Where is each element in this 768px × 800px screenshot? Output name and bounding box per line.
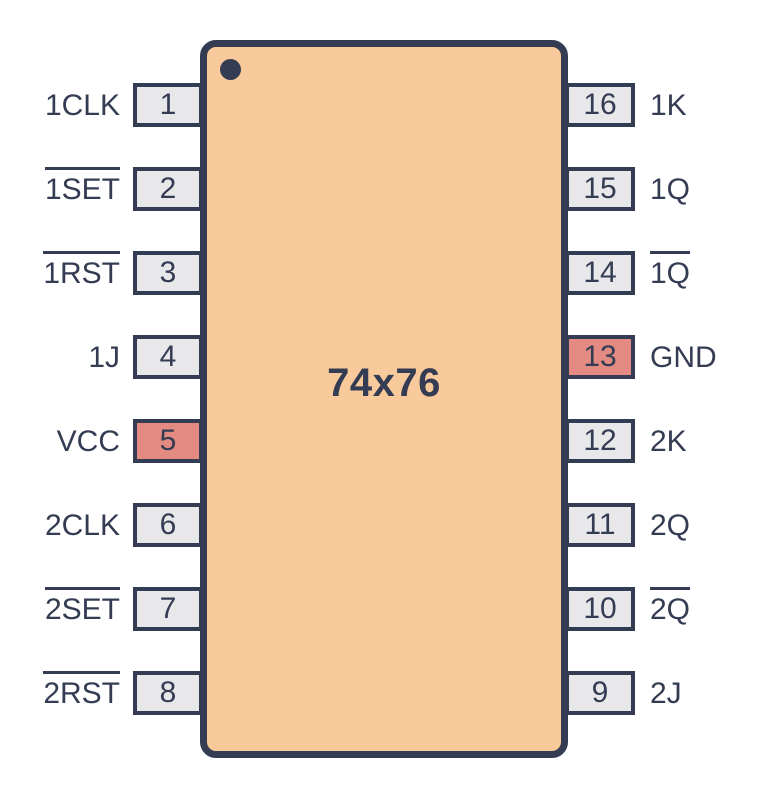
pin-row-1: 1CLK 1 bbox=[0, 83, 768, 127]
pin-row-16: 16 1K bbox=[0, 83, 768, 127]
pin-number-box: 12 bbox=[565, 419, 635, 463]
pin-number-box: 16 bbox=[565, 83, 635, 127]
pin1-indicator-dot bbox=[220, 59, 241, 80]
pin-row-7: 2SET 7 bbox=[0, 587, 768, 631]
pin-row-8: 2RST 8 bbox=[0, 671, 768, 715]
pin-number-box: 1 bbox=[133, 83, 203, 127]
pin-row-5: VCC 5 bbox=[0, 419, 768, 463]
pin-label: 2Q bbox=[650, 509, 691, 542]
pin-number-box: 15 bbox=[565, 167, 635, 211]
pin-label: 2CLK bbox=[44, 509, 120, 542]
pin-row-10: 10 2Q bbox=[0, 587, 768, 631]
pin-row-14: 14 1Q bbox=[0, 251, 768, 295]
pin-number-box: 7 bbox=[133, 587, 203, 631]
pin-label: 1J bbox=[88, 341, 120, 374]
pin-number-box: 8 bbox=[133, 671, 203, 715]
pin-number-box: 9 bbox=[565, 671, 635, 715]
pin-row-12: 12 2K bbox=[0, 419, 768, 463]
pin-label: VCC bbox=[56, 425, 120, 458]
pin-row-9: 9 2J bbox=[0, 671, 768, 715]
pin-number-box: 13 bbox=[565, 335, 635, 379]
pin-number-box: 2 bbox=[133, 167, 203, 211]
chip-title: 74x76 bbox=[327, 361, 441, 405]
pin-label: 1Q bbox=[650, 173, 691, 206]
pin-label: 1K bbox=[650, 89, 687, 122]
pin-row-4: 1J 4 bbox=[0, 335, 768, 379]
pin-label: 2K bbox=[650, 425, 687, 458]
pin-label: 2J bbox=[650, 677, 682, 710]
pin-row-3: 1RST 3 bbox=[0, 251, 768, 295]
chip-body: 74x76 bbox=[200, 40, 568, 758]
pin-row-15: 15 1Q bbox=[0, 167, 768, 211]
pin-row-2: 1SET 2 bbox=[0, 167, 768, 211]
pin-row-11: 11 2Q bbox=[0, 503, 768, 547]
pin-label: 1SET bbox=[0, 167, 120, 211]
pin-number-box: 6 bbox=[133, 503, 203, 547]
pin-label: 1RST bbox=[0, 251, 120, 295]
pin-number-box: 11 bbox=[565, 503, 635, 547]
pin-label: 2SET bbox=[0, 587, 120, 631]
pin-number-box: 3 bbox=[133, 251, 203, 295]
pin-label: GND bbox=[650, 341, 717, 374]
pin-row-6: 2CLK 6 bbox=[0, 503, 768, 547]
pin-number-box: 5 bbox=[133, 419, 203, 463]
pin-number-box: 4 bbox=[133, 335, 203, 379]
pin-number-box: 10 bbox=[565, 587, 635, 631]
pin-label: 1CLK bbox=[44, 89, 120, 122]
pin-number-box: 14 bbox=[565, 251, 635, 295]
pin-label: 2RST bbox=[0, 671, 120, 715]
pin-row-13: 13 GND bbox=[0, 335, 768, 379]
pin-label: 2Q bbox=[650, 587, 768, 631]
pin-label: 1Q bbox=[650, 251, 768, 295]
